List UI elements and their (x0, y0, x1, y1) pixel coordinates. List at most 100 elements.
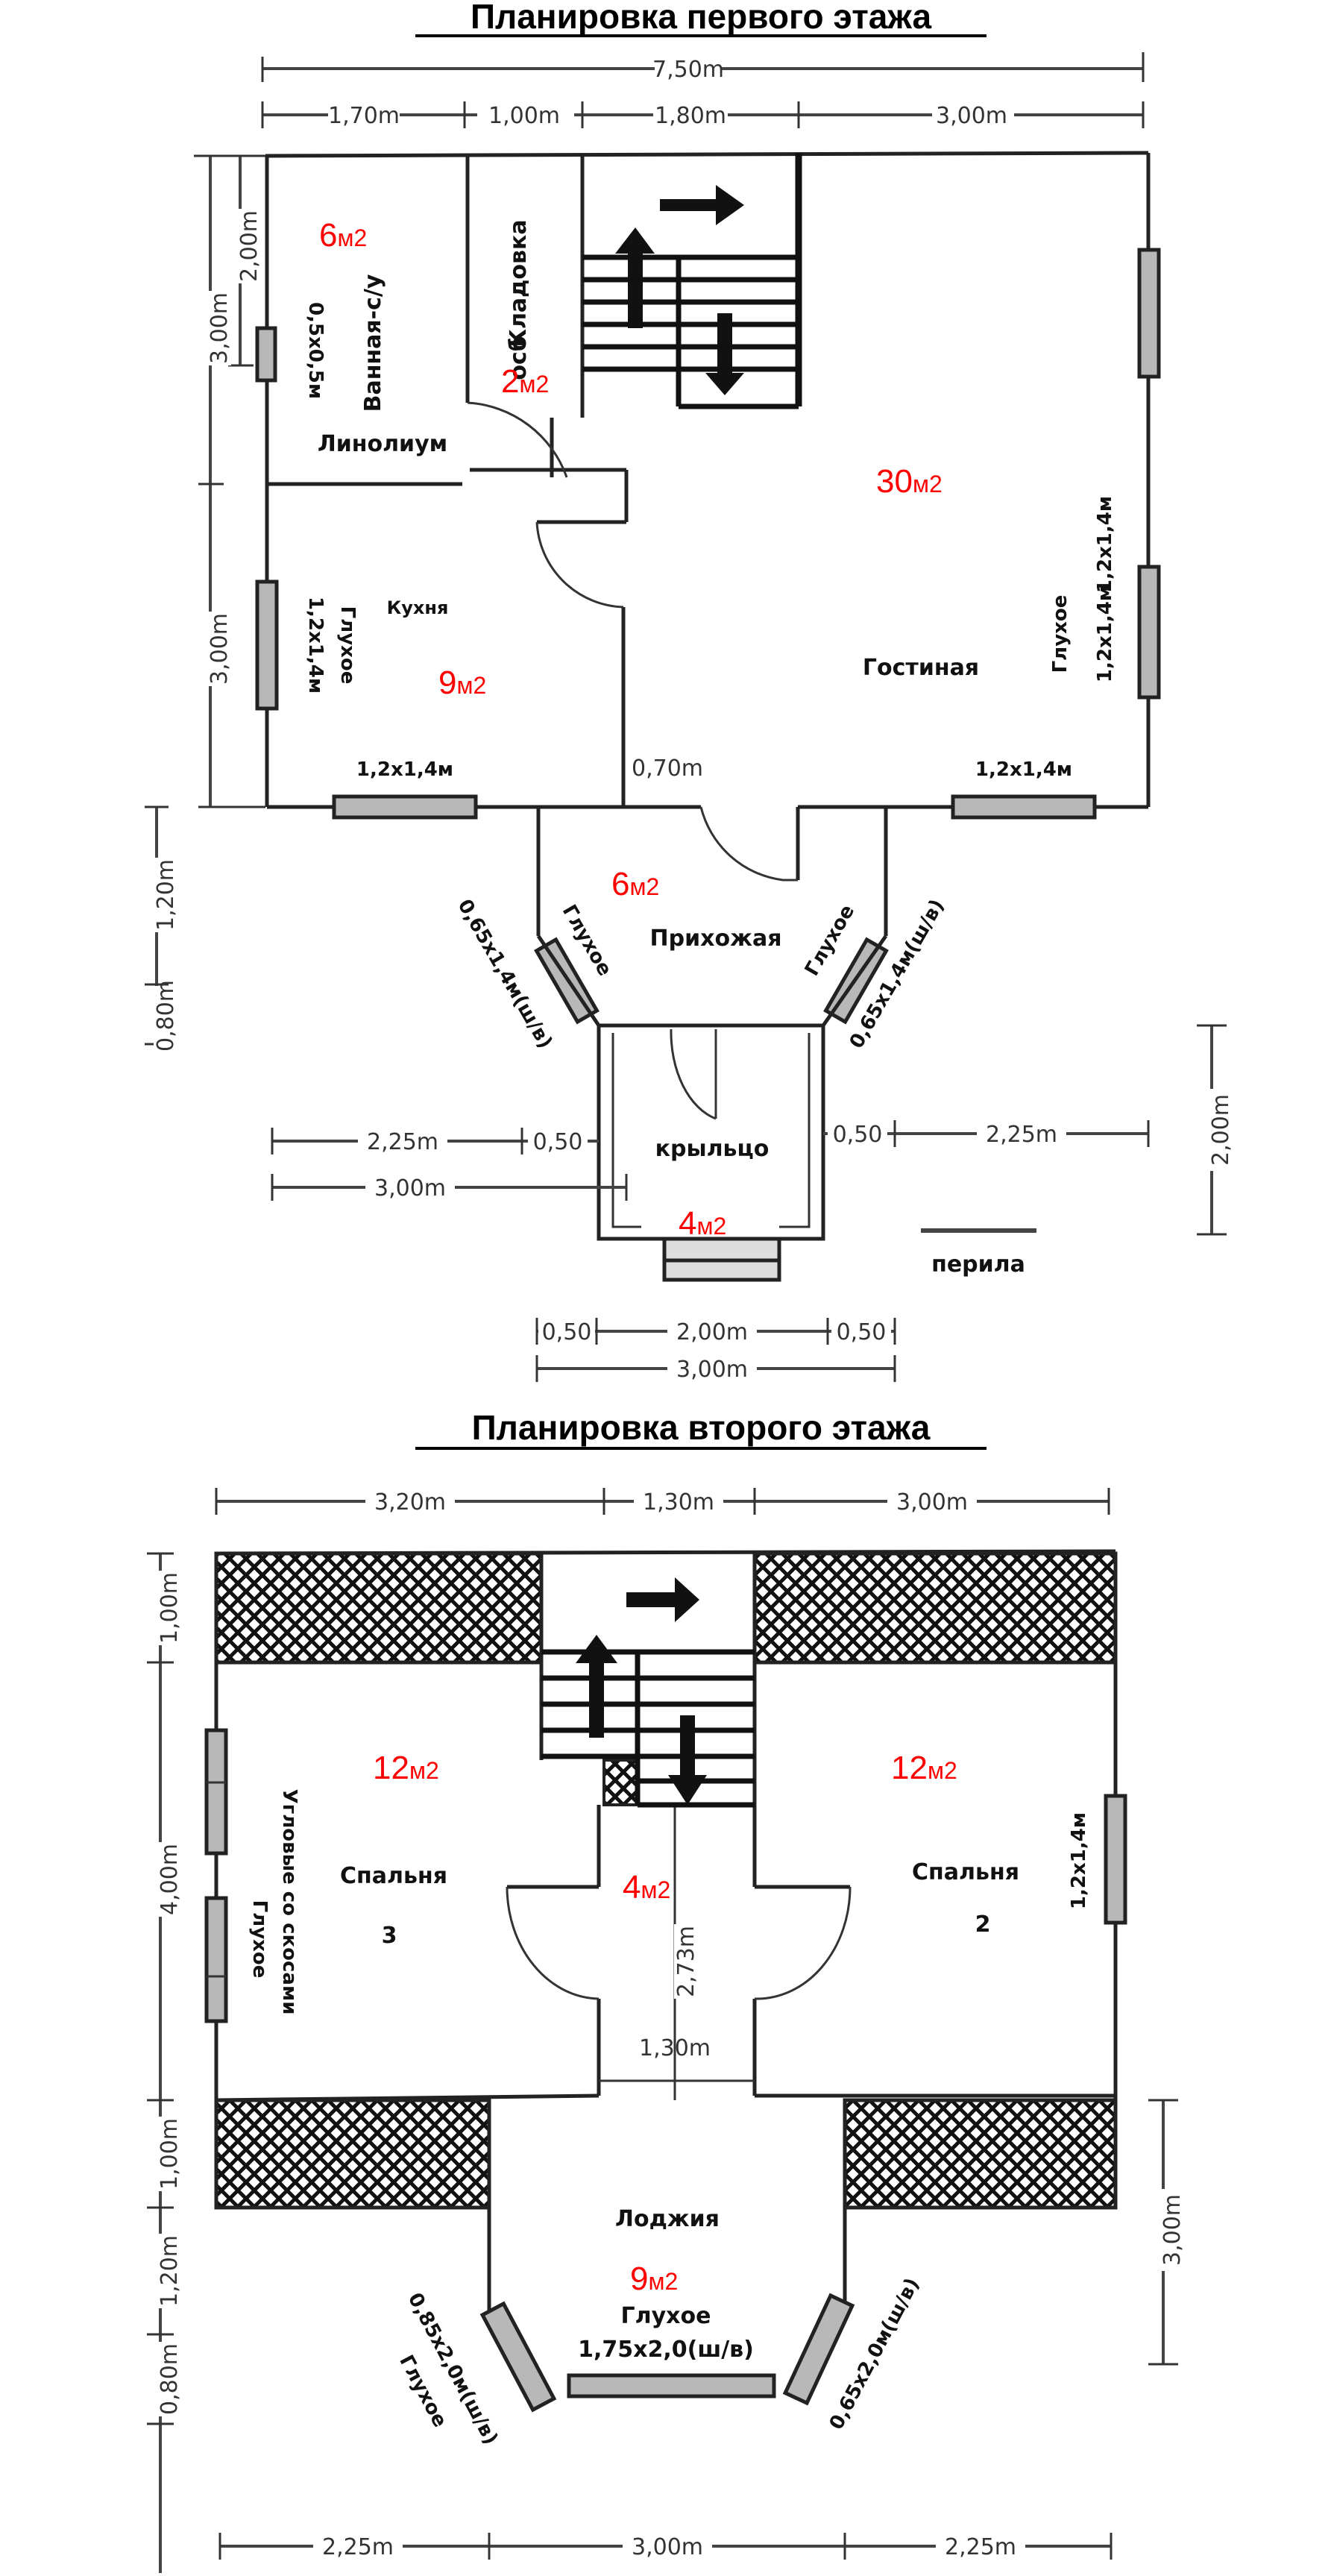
f2-dim-top-3: 3,00m (896, 1489, 968, 1515)
corridor-length-label: 2,73m (673, 1926, 699, 1997)
porch-dim-right: 2,25m (986, 1122, 1057, 1148)
floor2-title-text: Планировка второго этажа (472, 1408, 931, 1447)
door-width-label: 0,70m (632, 755, 703, 782)
corridor-width-label: 1,30m (639, 2035, 711, 2061)
window-kitchen-bottom (332, 794, 478, 820)
porch-dim-bottom-gap-l: 0,50 (542, 1319, 592, 1345)
kitchen-label: Кухня (387, 597, 449, 618)
floor1-title: Планировка первого этажа (415, 0, 987, 37)
bedroom2-label: Спальня (912, 1859, 1019, 1885)
floor2-windows (204, 1728, 1127, 2413)
window-living-right-top (1137, 248, 1161, 379)
hall-left-window-label: 0,65x1,4м(ш/в) (453, 896, 557, 1052)
floor1-porch: перила (597, 1023, 1036, 1282)
window-bedroom3-top (204, 1728, 228, 1856)
hall-label: Прихожая (650, 926, 782, 952)
living-label: Гостиная (863, 655, 979, 681)
bath-label: Ванная-с/у (360, 274, 386, 412)
window-bedroom3-bottom (204, 1896, 228, 2023)
bedroom2-area: 12м2 (891, 1750, 957, 1786)
bedroom3-label: Спальня (340, 1863, 447, 1889)
bath-area: 6м2 (319, 217, 367, 254)
loggia-label: Лоджия (615, 2206, 720, 2232)
f2-dim-top-2: 1,30m (643, 1489, 714, 1515)
porch-dim-left-total: 3,00m (374, 1175, 446, 1201)
f2-dim-left-5: 0,80m (157, 2343, 183, 2415)
stair-arrow-right-icon (660, 185, 744, 225)
hatch-top-left (214, 1551, 544, 1665)
f2-dim-left-3: 1,00m (157, 2118, 183, 2190)
dim-seg-2: 1,00m (488, 103, 560, 129)
f2-stair-arrow-right-icon (626, 1577, 699, 1622)
bedroom2-window-label: 1,2x1,4м (1068, 1812, 1090, 1909)
storage-area: 2м2 (501, 363, 549, 400)
window-kitchen-side (255, 579, 279, 711)
dim-left-300a: 3,00m (207, 292, 233, 364)
porch-dim-bottom-gap-r: 0,50 (837, 1319, 887, 1345)
dim-seg-3: 1,80m (655, 103, 726, 129)
hatch-bottom-left (214, 2098, 491, 2210)
floor1-dim-total: 7,50m (261, 52, 1145, 83)
loggia-area: 9м2 (630, 2261, 678, 2297)
bath-window-label: 0,5x0,5м (304, 302, 327, 399)
stair-arrow-up-icon (615, 227, 655, 328)
living-bottom-window-label: 1,2x1,4м (975, 758, 1072, 781)
storage-sub-label: осб (506, 336, 532, 380)
floor1-porch-dims: 2,25m 0,50 0,50 2,25m 3,00m 2,00m 0,50 2… (271, 1024, 1234, 1383)
living-right-bottom-window-type: Глухое (1049, 595, 1072, 673)
f2-dim-bottom-2: 3,00m (632, 2534, 703, 2560)
dim-left-300b: 3,00m (207, 613, 233, 685)
bedroom3-area: 12м2 (373, 1750, 439, 1786)
kitchen-area: 9м2 (438, 665, 486, 701)
f2-dim-left-1: 1,00m (157, 1572, 183, 1644)
floor1-staircase (582, 153, 802, 409)
porch-dim-bottom-total: 3,00m (676, 1357, 748, 1383)
floor2-hatched-areas (214, 1551, 1118, 2210)
f2-dim-bottom-3: 2,25m (945, 2534, 1016, 2560)
window-bath (255, 326, 277, 383)
porch-area: 4м2 (679, 1205, 726, 1242)
floor2-dim-bottom: 2,25m 3,00m 2,25m (218, 2533, 1113, 2560)
floor1-dim-left: 3,00m 2,00m 3,00m 1,20m 0,80m (145, 154, 265, 1052)
floor2-dim-left: 1,00m 4,00m 1,00m 1,20m 0,80m (147, 1552, 183, 2573)
bedroom2-num: 2 (975, 1911, 991, 1938)
floor1-title-text: Планировка первого этажа (471, 0, 932, 36)
floor2-staircase (539, 1554, 757, 1808)
living-right-top-window-label: 1,2x1,4м (1094, 496, 1116, 593)
kitchen-side-window-label: 1,2x1,4м (304, 597, 327, 694)
floor2-dim-right: 3,00m (1148, 2099, 1186, 2366)
window-bedroom2 (1104, 1794, 1127, 1925)
dim-seg-4: 3,00m (936, 103, 1007, 129)
hatch-top-right (752, 1551, 1118, 1665)
loggia-center-window-label: 1,75x2,0(ш/в) (578, 2337, 754, 2363)
dim-seg-1: 1,70m (328, 103, 400, 129)
f2-stair-arrow-up-icon (576, 1635, 617, 1738)
f2-dim-left-4: 1,20m (157, 2235, 183, 2307)
f2-dim-right: 3,00m (1159, 2194, 1186, 2266)
bedroom3-window-type: Глухое (248, 1900, 271, 1979)
porch-label: крыльцо (655, 1136, 770, 1162)
kitchen-side-window-type: Глухое (336, 606, 359, 685)
porch-dim-left-gap: 0,50 (533, 1129, 583, 1155)
floor1-dim-segments: 1,70m 1,00m 1,80m 3,00m (261, 101, 1145, 129)
f2-dim-left-2: 4,00m (157, 1844, 183, 1915)
stair-arrow-down-icon (705, 313, 744, 395)
dim-left-200: 2,00m (236, 210, 262, 282)
loggia-center-window-type: Глухое (621, 2303, 711, 2329)
floor2-dim-top: 3,20m 1,30m 3,00m (215, 1488, 1110, 1515)
storage-label: Кладовка (506, 219, 532, 347)
hatch-bottom-right (843, 2098, 1118, 2210)
window-loggia-right (782, 2293, 855, 2406)
railing-legend-label: перила (931, 1251, 1025, 1278)
porch-dim-bottom-mid: 2,00m (676, 1319, 748, 1345)
floor1-windows (255, 248, 1161, 1027)
floor2-title: Планировка второго этажа (415, 1408, 987, 1450)
window-loggia-left (479, 2301, 557, 2413)
bath-floor-label: Линолиум (318, 431, 447, 457)
f2-dim-top-1: 3,20m (374, 1489, 446, 1515)
living-area: 30м2 (876, 463, 943, 500)
f2-stair-arrow-down-icon (668, 1715, 707, 1805)
porch-dim-right-gap: 0,50 (833, 1122, 883, 1148)
dim-left-120: 1,20m (153, 859, 179, 931)
